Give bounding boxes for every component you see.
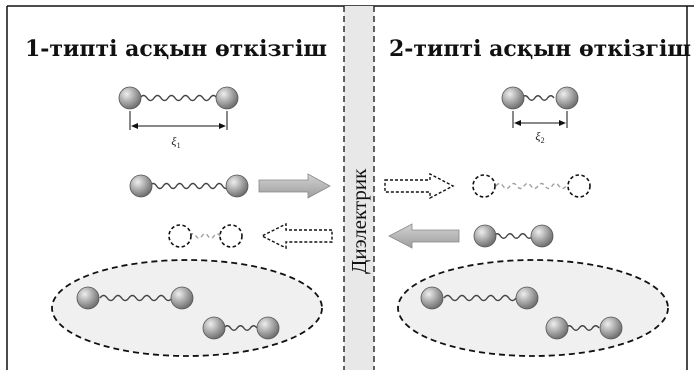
electron-ball [225,174,249,198]
dielectric-barrier [344,6,374,370]
right-cooper-pair-row3 [473,224,554,248]
electron-ball [170,286,194,310]
electron-ball [555,86,579,110]
right-condensate-region [397,259,669,357]
xi2-label: ξ2 [535,129,544,145]
left-title: 1-типті асқын өткізгіш [25,36,327,62]
electron-ball [501,86,525,110]
right-coherence-length-marker: ξ2 [512,111,568,145]
left-region-pair-short [202,316,280,340]
right-region-pair-short [545,316,623,340]
electron-ball [215,86,239,110]
left-dashed-arrow [260,222,333,250]
electron-ball [599,316,623,340]
right-reference-pair [501,86,579,110]
ghost-electron [472,174,496,198]
electron-ball [118,86,142,110]
tunneled-pair-ghost-left [168,224,243,248]
electron-ball [420,286,444,310]
right-solid-arrow [258,173,331,199]
electron-ball [515,286,539,310]
ghost-electron [168,224,192,248]
right-region-pair-long [420,286,539,310]
ghost-electron [219,224,243,248]
right-title: 2-типті асқын өткізгіш [389,36,691,62]
xi1-label: ξ1 [171,134,180,150]
ghost-electron [567,174,591,198]
barrier-label: Диэлектрик [347,168,371,274]
electron-ball [256,316,280,340]
right-dashed-arrow [384,172,455,200]
left-solid-arrow [388,223,460,249]
left-coherence-length-marker: ξ1 [129,111,228,150]
tunneled-pair-ghost-right [472,174,591,198]
electron-ball [76,286,100,310]
electron-ball [473,224,497,248]
electron-ball [530,224,554,248]
left-region-pair-long [76,286,194,310]
electron-ball [202,316,226,340]
left-cooper-pair-row2 [129,174,249,198]
electron-ball [129,174,153,198]
left-reference-pair [118,86,239,110]
electron-ball [545,316,569,340]
